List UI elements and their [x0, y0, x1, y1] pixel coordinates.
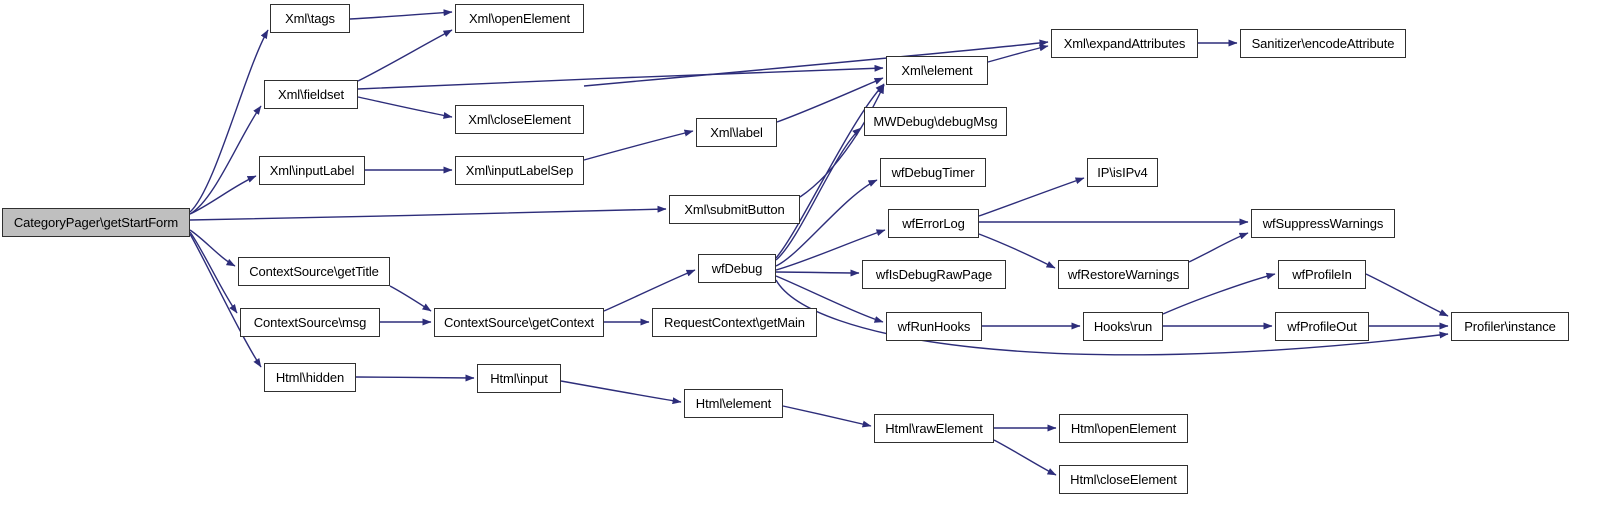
graph-edge-root-to-htmlHidden [189, 233, 262, 368]
graph-node-wfIsDebugRawPage[interactable]: wfIsDebugRawPage [862, 260, 1006, 289]
graph-edge-htmlRawElement-to-htmlCloseElement [993, 439, 1057, 476]
graph-edge-wfErrorLog-to-wfRestoreWarnings [978, 233, 1056, 269]
graph-node-wfDebugTimer[interactable]: wfDebugTimer [880, 158, 986, 187]
graph-node-sanitizerEncodeAttr[interactable]: Sanitizer\encodeAttribute [1240, 29, 1406, 58]
graph-edge-wfDebug-to-profilerInstance [775, 279, 1449, 356]
graph-edge-ctxGetTitle-to-ctxGetContext [389, 285, 432, 312]
graph-node-xmlElement[interactable]: Xml\element [886, 56, 988, 85]
graph-edge-wfProfileIn-to-profilerInstance [1365, 273, 1449, 317]
graph-node-xmlOpenElement[interactable]: Xml\openElement [455, 4, 584, 33]
graph-edge-xmlFieldset-to-xmlOpenElement [357, 29, 453, 82]
graph-node-wfProfileOut[interactable]: wfProfileOut [1275, 312, 1369, 341]
graph-edge-xmlInputLabelSep-to-xmlLabel [583, 129, 694, 161]
graph-edge-xmlSubmitButton-to-xmlElement [799, 84, 885, 198]
graph-edge-wfDebug-to-wfRunHooks [775, 275, 884, 323]
graph-edge-wfDebug-to-wfIsDebugRawPage [775, 269, 860, 277]
graph-edge-root-to-xmlExpandAttributes_long [583, 39, 1049, 87]
graph-edge-wfDebug-to-wfErrorLog [775, 229, 886, 271]
graph-node-xmlTags[interactable]: Xml\tags [270, 4, 350, 33]
graph-node-htmlElement[interactable]: Html\element [684, 389, 783, 418]
graph-node-htmlCloseElement[interactable]: Html\closeElement [1059, 465, 1188, 494]
graph-node-htmlHidden[interactable]: Html\hidden [264, 363, 356, 392]
graph-node-wfErrorLog[interactable]: wfErrorLog [888, 209, 979, 238]
graph-node-reqCtxGetMain[interactable]: RequestContext\getMain [652, 308, 817, 337]
graph-edge-htmlHidden-to-htmlInput [355, 374, 475, 382]
graph-node-profilerInstance[interactable]: Profiler\instance [1451, 312, 1569, 341]
graph-node-ipIsIPv4[interactable]: IP\isIPv4 [1087, 158, 1158, 187]
graph-edge-wfDebug-to-mwDebugDebugMsg [775, 127, 862, 261]
graph-node-htmlRawElement[interactable]: Html\rawElement [874, 414, 994, 443]
graph-node-htmlInput[interactable]: Html\input [477, 364, 561, 393]
graph-edge-root-to-ctxGetTitle [189, 229, 236, 267]
graph-edge-ctxGetContext-to-wfDebug [603, 269, 696, 312]
graph-node-htmlOpenElement[interactable]: Html\openElement [1059, 414, 1188, 443]
graph-edge-wfDebug-to-xmlElement [775, 83, 885, 259]
graph-node-wfDebug[interactable]: wfDebug [698, 254, 776, 283]
graph-node-xmlExpandAttributes[interactable]: Xml\expandAttributes [1051, 29, 1198, 58]
graph-edge-xmlTags-to-xmlOpenElement [349, 9, 453, 20]
graph-edge-xmlLabel-to-xmlElement [776, 77, 884, 123]
graph-edge-wfErrorLog-to-ipIsIPv4 [978, 177, 1085, 217]
graph-node-hooksRun[interactable]: Hooks\run [1083, 312, 1163, 341]
graph-edge-xmlElement-to-xmlExpandAttributes [987, 44, 1049, 63]
graph-edge-root-to-ctxMsg [189, 231, 238, 314]
graph-node-mwDebugDebugMsg[interactable]: MWDebug\debugMsg [864, 107, 1007, 136]
graph-node-ctxGetTitle[interactable]: ContextSource\getTitle [238, 257, 390, 286]
graph-node-xmlInputLabelSep[interactable]: Xml\inputLabelSep [455, 156, 584, 185]
graph-edge-htmlInput-to-htmlElement [560, 380, 682, 405]
graph-edge-xmlFieldset-to-xmlCloseElement [357, 96, 453, 119]
graph-edge-hooksRun-to-wfProfileIn [1162, 272, 1276, 315]
graph-node-xmlInputLabel[interactable]: Xml\inputLabel [259, 156, 365, 185]
graph-node-root[interactable]: CategoryPager\getStartForm [2, 208, 190, 237]
graph-node-xmlFieldset[interactable]: Xml\fieldset [264, 80, 358, 109]
graph-edge-xmlFieldset-to-xmlElement [357, 64, 884, 90]
graph-node-ctxGetContext[interactable]: ContextSource\getContext [434, 308, 604, 337]
graph-node-xmlCloseElement[interactable]: Xml\closeElement [455, 105, 584, 134]
graph-node-xmlLabel[interactable]: Xml\label [696, 118, 777, 147]
graph-node-wfRestoreWarnings[interactable]: wfRestoreWarnings [1058, 260, 1189, 289]
graph-edge-root-to-xmlFieldset [189, 105, 262, 215]
graph-node-wfSuppressWarnings[interactable]: wfSuppressWarnings [1251, 209, 1395, 238]
graph-node-xmlSubmitButton[interactable]: Xml\submitButton [669, 195, 800, 224]
graph-edge-wfDebug-to-wfDebugTimer [775, 179, 878, 267]
graph-node-wfProfileIn[interactable]: wfProfileIn [1278, 260, 1366, 289]
graph-edge-root-to-xmlTags [189, 29, 269, 213]
graph-edge-root-to-xmlInputLabel [189, 175, 257, 215]
graph-node-ctxMsg[interactable]: ContextSource\msg [240, 308, 380, 337]
graph-edge-root-to-xmlSubmitButton [189, 205, 667, 221]
graph-edge-wfRestoreWarnings-to-wfSuppressWarnings [1188, 232, 1249, 263]
graph-node-wfRunHooks[interactable]: wfRunHooks [886, 312, 982, 341]
graph-edge-htmlElement-to-htmlRawElement [782, 405, 872, 428]
